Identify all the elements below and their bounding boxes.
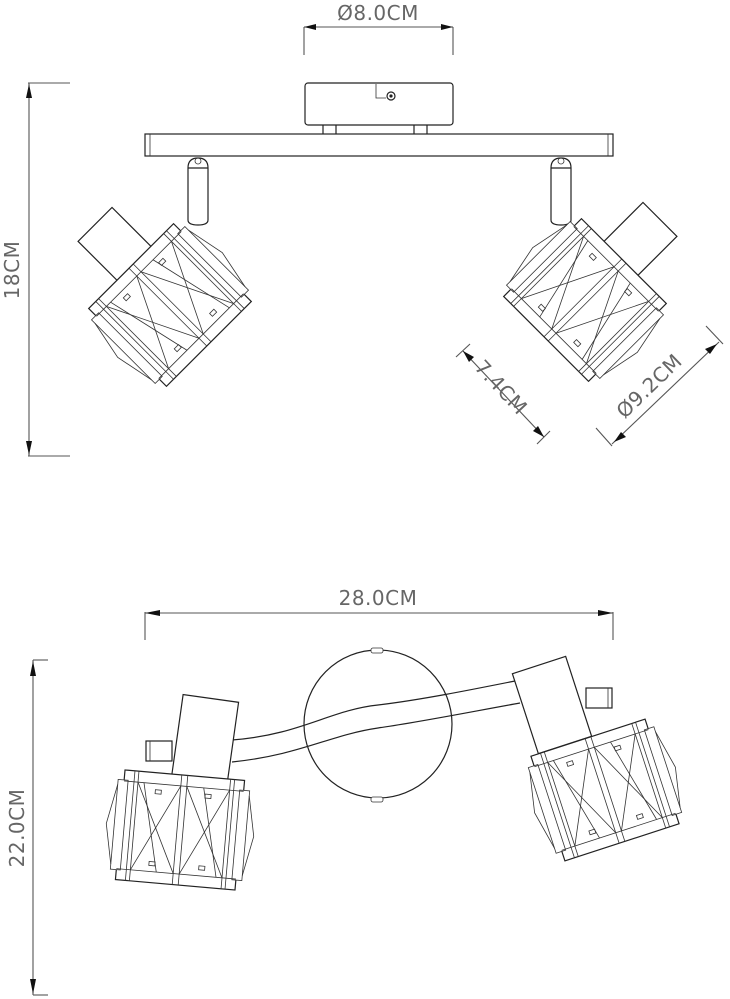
left-stub	[145, 740, 173, 762]
mounting-bar	[144, 133, 614, 157]
left-spot-bottom	[100, 693, 260, 892]
right-arm	[550, 157, 572, 226]
left-spot-shade	[77, 206, 262, 397]
canopy-diameter-dimension: Ø8.0CM	[303, 1, 454, 55]
canopy-box	[304, 82, 454, 137]
left-arm	[187, 157, 209, 226]
bottom-view: 28.0CM 22.0CM	[5, 586, 693, 996]
height-label-bottom: 22.0CM	[5, 789, 29, 868]
canopy-diameter-label: Ø8.0CM	[337, 1, 419, 25]
curved-arm	[231, 679, 521, 763]
right-stub	[585, 687, 613, 709]
right-spot-bottom	[511, 655, 693, 866]
height-dimension-top: 18CM	[0, 82, 70, 457]
height-label-top: 18CM	[0, 241, 24, 300]
right-spot-shade	[493, 201, 678, 392]
round-canopy	[303, 647, 453, 803]
width-dimension: 28.0CM	[144, 586, 614, 640]
shade-depth-dimension: 7.4CM	[455, 343, 551, 445]
top-view: Ø8.0CM	[0, 1, 724, 457]
height-dimension-bottom: 22.0CM	[5, 659, 48, 996]
width-label: 28.0CM	[339, 586, 418, 610]
shade-diameter-label: Ø9.2CM	[611, 349, 687, 423]
shade-depth-label: 7.4CM	[470, 355, 532, 419]
